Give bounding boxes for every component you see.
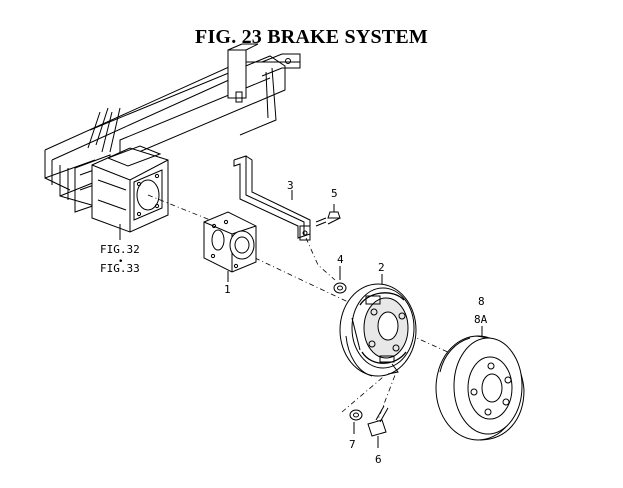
part-3-bracket [233,155,311,241]
chassis-frame [44,43,301,213]
callout-5: 5 [331,187,338,200]
callout-7: 7 [349,438,356,451]
part-5-bolt [315,204,341,227]
part-7-lock-washer [349,409,363,434]
callout-6: 6 [375,453,382,466]
callout-8a: 8A [474,313,488,326]
fig-33-reference: FIG.33 [100,262,140,275]
fig-32-reference: FIG.32 [100,243,140,256]
figure-title: FIG. 23 BRAKE SYSTEM [195,26,428,48]
part-6-bolt [367,405,389,448]
callout-8: 8 [478,295,485,308]
reference-separator-dot: • [118,257,124,267]
callout-3: 3 [287,179,294,192]
part-8-brake-drum [435,326,525,441]
axle-housing-block [91,145,169,233]
callout-4: 4 [337,253,344,266]
callout-1: 1 [224,283,231,296]
part-4-washer [333,266,347,294]
assembly-centerline [147,194,471,426]
part-1-hub-flange [203,211,257,282]
callout-2: 2 [378,261,385,274]
part-2-backing-plate [339,274,417,377]
